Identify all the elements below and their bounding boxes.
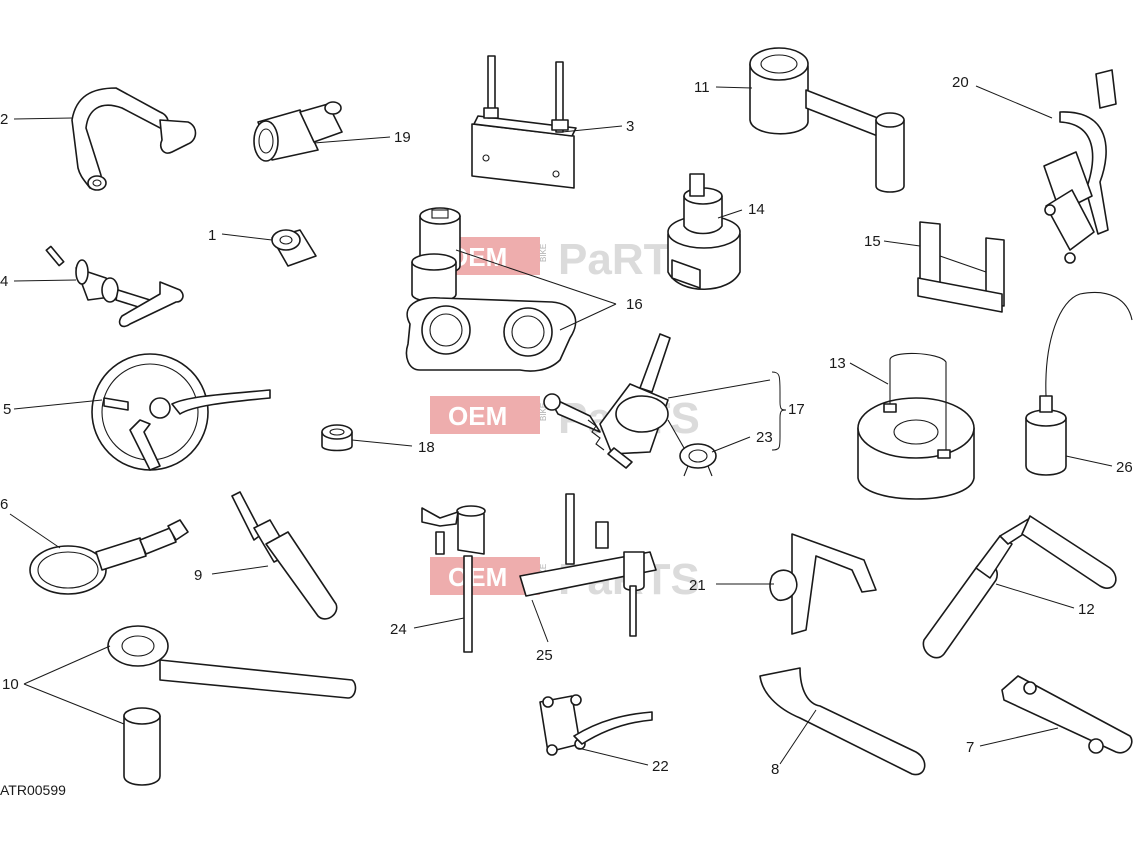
callout-18: 18 [418, 439, 435, 456]
part-12-ratchet [922, 515, 1117, 659]
part-20-arc-holder [1043, 69, 1117, 264]
part-15-holder [917, 221, 1005, 313]
callout-26: 26 [1116, 459, 1133, 476]
part-10-wrench-socket [107, 625, 357, 786]
part-25-bar [519, 493, 657, 637]
callout-20: 20 [952, 74, 969, 91]
callout-3: 3 [626, 118, 634, 135]
part-26-bottle [1025, 292, 1133, 476]
part-24-stand [421, 505, 486, 653]
part-16-sleeves-plate [405, 207, 577, 372]
callout-5: 5 [3, 401, 11, 418]
callout-9: 9 [194, 567, 202, 584]
leader-lines [9, 85, 1113, 766]
callout-15: 15 [864, 233, 881, 250]
part-11-clamp [749, 47, 905, 193]
callout-17: 17 [788, 401, 805, 418]
callout-12: 12 [1078, 601, 1095, 618]
part-4-t-handle [45, 245, 184, 328]
callout-23: 23 [756, 429, 773, 446]
watermark-1-mid: BIKE [539, 244, 548, 262]
part-6-strap-wrench [29, 519, 189, 595]
callout-11: 11 [694, 79, 710, 96]
part-7-flat-wrench [1001, 675, 1133, 754]
part-18-nut [321, 424, 353, 452]
part-21-bracket [769, 533, 877, 635]
part-1-nut-socket [271, 229, 317, 267]
part-14-tool [667, 173, 741, 290]
part-13-cylinder [857, 352, 975, 500]
watermark-2-mid: BIKE [539, 403, 548, 421]
part-3-bracket [471, 55, 577, 189]
callout-21: 21 [689, 577, 706, 594]
part-22-tool [539, 694, 653, 756]
part-8-hook-spanner [759, 667, 926, 776]
callout-13: 13 [829, 355, 846, 372]
watermark-3-left: OEM [448, 562, 507, 592]
callout-19: 19 [394, 129, 411, 146]
watermark-2-left: OEM [448, 401, 507, 431]
diagram-code: ATR00599 [0, 782, 66, 798]
callout-6: 6 [0, 496, 8, 513]
part-23-cap [679, 443, 717, 477]
callout-7: 7 [966, 739, 974, 756]
callout-labels: 1 2 3 4 5 6 7 8 9 10 11 12 13 14 15 16 1… [0, 74, 1133, 778]
callout-1: 1 [208, 227, 216, 244]
callout-8: 8 [771, 761, 779, 778]
callout-22: 22 [652, 758, 669, 775]
callout-10: 10 [2, 676, 19, 693]
callout-25: 25 [536, 647, 553, 664]
part-2-pin-wrench [71, 87, 197, 191]
part-17-compressor [543, 333, 685, 469]
callout-24: 24 [390, 621, 407, 638]
callout-4: 4 [0, 273, 8, 290]
part-19-socket [253, 101, 343, 162]
callout-14: 14 [748, 201, 765, 218]
watermark-1: OEM BIKE PaRTS [430, 235, 700, 284]
callout-16: 16 [626, 296, 643, 313]
callout-2: 2 [0, 111, 8, 128]
part-9-punch [231, 491, 338, 620]
part-5-degree-wheel [91, 353, 271, 471]
